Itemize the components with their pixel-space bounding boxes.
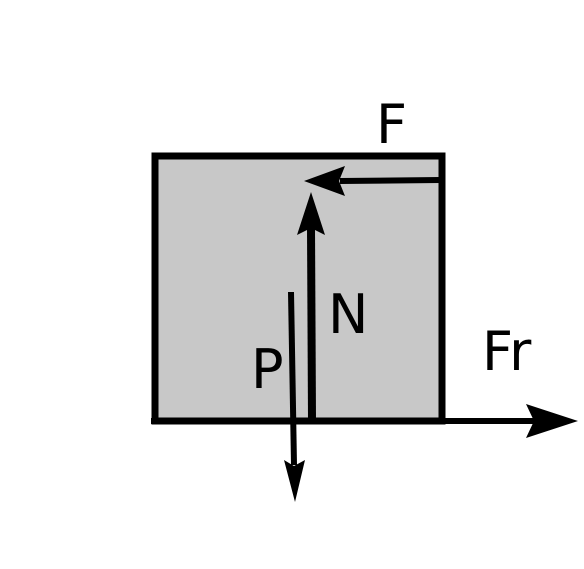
normal-force-arrow-head	[297, 192, 325, 235]
friction-label: Fr	[482, 320, 532, 383]
applied-force-label: F	[376, 93, 407, 156]
normal-force-label: N	[328, 283, 368, 346]
weight-arrow-shaft	[288, 291, 297, 466]
weight-arrow-head	[284, 460, 305, 502]
friction-arrow-head	[526, 404, 578, 438]
weight-label: P	[251, 338, 284, 401]
applied-force-arrow-shaft	[339, 177, 441, 184]
applied-force-arrow-head	[304, 166, 345, 196]
normal-force-arrow-shaft	[307, 227, 316, 421]
block	[151, 152, 446, 425]
